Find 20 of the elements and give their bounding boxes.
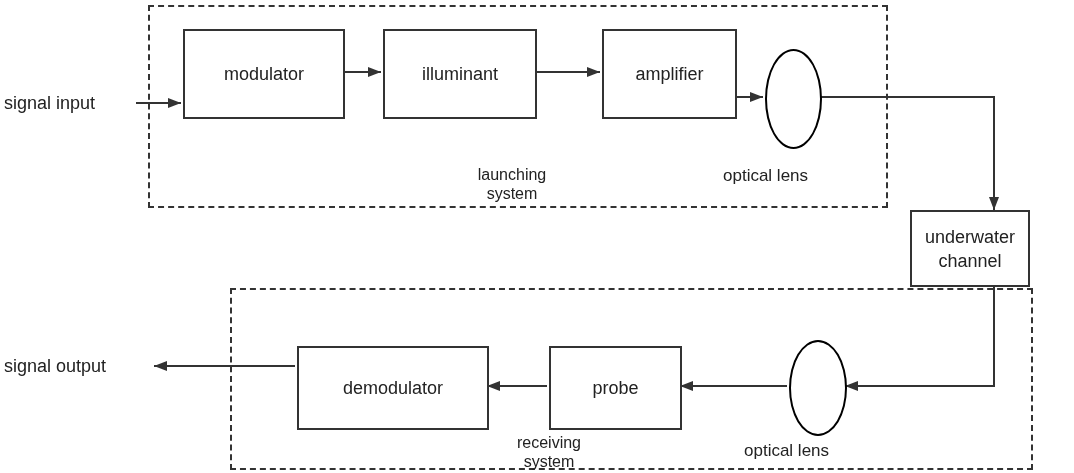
process-box: illuminant: [383, 29, 537, 119]
dashed-group-frame: [148, 5, 888, 208]
process-box: underwater channel: [910, 210, 1030, 287]
process-box: probe: [549, 346, 682, 430]
group-label: receiving system: [516, 433, 582, 471]
group-label: launching system: [476, 165, 548, 203]
process-box: modulator: [183, 29, 345, 119]
signal-label: signal output: [4, 354, 154, 378]
process-box: amplifier: [602, 29, 737, 119]
arrow: [135, 98, 182, 108]
arrow: [819, 96, 999, 211]
lens-label: optical lens: [723, 165, 809, 187]
process-box: demodulator: [297, 346, 489, 430]
arrow: [153, 361, 296, 371]
arrow: [844, 286, 995, 391]
lens-ellipse: [789, 340, 847, 436]
lens-ellipse: [765, 49, 822, 149]
lens-label: optical lens: [744, 440, 830, 462]
dashed-group-frame: [230, 288, 1033, 470]
signal-label: signal input: [4, 91, 136, 115]
